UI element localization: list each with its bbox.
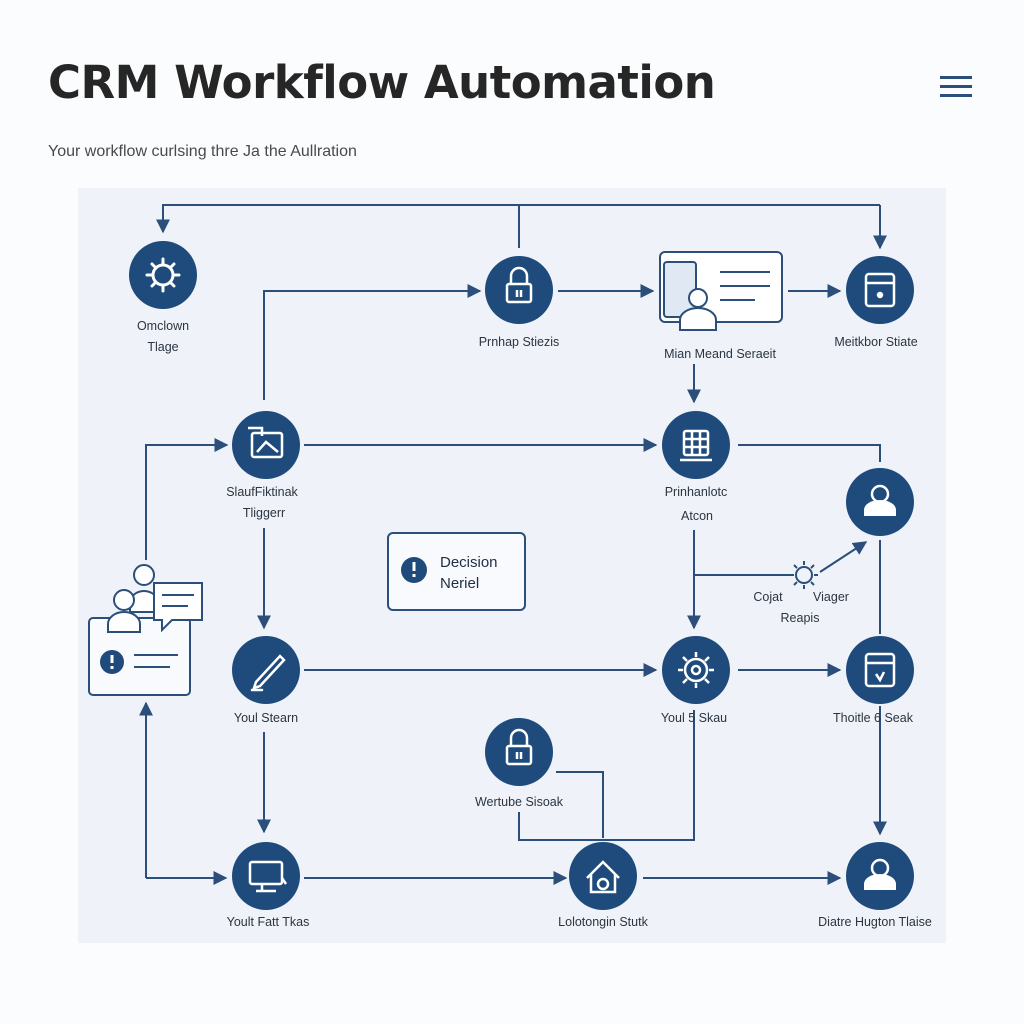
node-thoitle-6-seak[interactable]: Thoitle 6 Seak bbox=[833, 636, 914, 725]
node-label: Viager bbox=[813, 590, 849, 604]
grid-icon bbox=[680, 429, 712, 462]
node-cojat-viager[interactable]: Cojat Viager Reapis bbox=[753, 561, 849, 625]
pencil-icon bbox=[250, 654, 286, 692]
contacts-card-icon bbox=[100, 564, 203, 674]
node-label: Mian Meand Seraeit bbox=[664, 347, 776, 361]
lock-icon bbox=[505, 728, 533, 766]
alert-icon bbox=[401, 557, 427, 583]
lock-icon bbox=[505, 266, 533, 304]
home-icon bbox=[586, 860, 620, 894]
connector bbox=[263, 284, 482, 400]
decision-label: Neriel bbox=[440, 575, 479, 592]
node-label: Atcon bbox=[681, 509, 713, 523]
node-label: Wertube Sisoak bbox=[475, 795, 564, 809]
node-label: Prinhanlotc bbox=[665, 485, 728, 499]
node-label: Yoult Fatt Tkas bbox=[227, 915, 310, 929]
node-crm-contacts[interactable] bbox=[88, 564, 203, 696]
connectors bbox=[139, 204, 887, 885]
decision-label: Decision bbox=[440, 554, 498, 571]
node-label: Tlage bbox=[147, 340, 178, 354]
node-label: Cojat bbox=[753, 590, 783, 604]
connector bbox=[738, 444, 881, 462]
node-label: Diatre Hugton Tlaise bbox=[818, 915, 932, 929]
node-prinhanlotc-atcon[interactable]: Prinhanlotc Atcon bbox=[662, 411, 730, 523]
device-icon bbox=[864, 272, 896, 308]
node-omclown-triage[interactable]: Omclown Tlage bbox=[129, 241, 197, 354]
connector bbox=[156, 204, 880, 234]
node-label: Reapis bbox=[781, 611, 820, 625]
decision-box[interactable]: Decision Neriel bbox=[387, 532, 526, 611]
gear-icon bbox=[678, 652, 714, 688]
node-slaufiktinak-trigger[interactable]: SlaufFiktinak Tliggerr bbox=[226, 411, 300, 520]
user-icon bbox=[864, 858, 896, 890]
connector bbox=[556, 771, 604, 838]
device-icon bbox=[864, 652, 896, 688]
connector bbox=[518, 710, 695, 841]
node-yoult-fatt-tkas[interactable]: Yoult Fatt Tkas bbox=[227, 842, 310, 929]
node-label: Prnhap Stiezis bbox=[479, 335, 560, 349]
node-user-right[interactable] bbox=[846, 468, 914, 536]
connector bbox=[145, 438, 229, 560]
user-icon bbox=[864, 484, 896, 516]
node-meitkbor-stiate[interactable]: Meitkbor Stiate bbox=[834, 256, 918, 349]
node-label: Youl 5 Skau bbox=[661, 711, 727, 725]
node-prnhap-stiezis[interactable]: Prnhap Stiezis bbox=[479, 256, 560, 349]
sun-icon bbox=[790, 561, 818, 589]
node-wertube-sisoak[interactable]: Wertube Sisoak bbox=[475, 718, 564, 809]
page-subtitle: Your workflow curlsing thre Ja the Aullr… bbox=[48, 143, 357, 160]
node-label: Youl Stearn bbox=[234, 711, 298, 725]
node-label: Lolotongin Stutk bbox=[558, 915, 648, 929]
profile-card-icon bbox=[663, 261, 770, 331]
node-youl-5-skau[interactable]: Youl 5 Skau bbox=[661, 636, 730, 725]
monitor-icon bbox=[248, 860, 288, 893]
gear-icon bbox=[145, 257, 181, 293]
screen-icon bbox=[248, 426, 284, 459]
node-youl-steam[interactable]: Youl Stearn bbox=[232, 636, 300, 725]
node-label: Tliggerr bbox=[243, 506, 285, 520]
connector bbox=[819, 541, 868, 573]
hamburger-menu-icon[interactable] bbox=[934, 68, 978, 104]
node-lolotongin-stutk[interactable]: Lolotongin Stutk bbox=[558, 842, 649, 929]
node-diatre-hugton-tlaise[interactable]: Diatre Hugton Tlaise bbox=[818, 842, 932, 929]
page-title: CRM Workflow Automation bbox=[48, 56, 716, 109]
node-mian-meand-seraeit[interactable]: Mian Meand Seraeit bbox=[659, 251, 783, 361]
node-label: Omclown bbox=[137, 319, 189, 333]
node-label: Meitkbor Stiate bbox=[834, 335, 917, 349]
node-label: Thoitle 6 Seak bbox=[833, 711, 914, 725]
node-label: SlaufFiktinak bbox=[226, 485, 298, 499]
